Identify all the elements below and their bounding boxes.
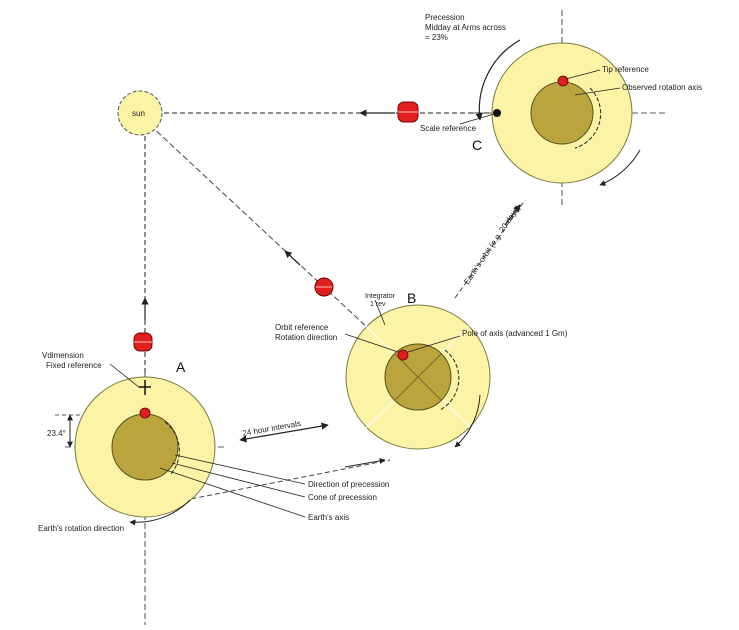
earth-position-a (74, 376, 216, 526)
arrow-on-b-to-c (504, 204, 521, 226)
red-satellite-icon (133, 332, 153, 352)
tip-reference-label: Tip reference (602, 65, 649, 74)
precession-title: Precession (425, 13, 465, 22)
leader-earth-axis (159, 467, 306, 518)
arrow-on-a-to-b (344, 457, 386, 468)
position-b-label: B (407, 290, 416, 306)
arrow-on-sun-to-b (284, 250, 301, 266)
scale-ref-label: Scale reference (420, 124, 477, 133)
red-satellite-icon (397, 101, 419, 123)
sun-icon (117, 90, 163, 136)
leader-obs-rotation (574, 87, 621, 96)
orbit-label-2: Rotation direction (275, 333, 337, 342)
orbit-line-sun-to-b (149, 124, 371, 331)
earth-position-b (345, 304, 491, 450)
direction-precession-label: Direction of precession (308, 480, 389, 489)
marker-c-dot (493, 109, 501, 117)
a-dim-label-1: Vdimension (42, 351, 84, 360)
leader-integrator (374, 299, 386, 326)
days-arrow (239, 422, 329, 443)
pole-point-label: Pole of axis (advanced 1 Gm) (462, 329, 568, 338)
leader-orbit (344, 333, 399, 353)
orbit-label-1: Orbit reference (275, 323, 329, 332)
leader-scale-ref (459, 113, 495, 125)
earth-axis-label: Earth's axis (308, 513, 349, 522)
earth-rotation-direction-label: Earth's rotation direction (38, 524, 124, 533)
precession-line2: Midday at Arms across (425, 23, 506, 32)
position-a-label: A (176, 359, 186, 375)
position-c-label: C (472, 137, 482, 153)
integrator-label-2: 1 rev (370, 301, 386, 308)
leader-tip-reference (565, 69, 601, 80)
a-dim-label-2: Fixed reference (46, 361, 102, 370)
sun-label: sun (132, 109, 145, 118)
leader-pole-point (407, 335, 461, 353)
leader-cone-precession (171, 462, 306, 498)
orbit-line-b-to-c (454, 199, 526, 299)
red-satellite-icon (314, 277, 334, 297)
earth-position-c (475, 39, 641, 186)
precession-line3: = 23% (425, 33, 448, 42)
integrator-label: Integrator (365, 293, 396, 300)
orbit-diag-label: Earth's orbit (e.g. 20 days) (462, 203, 522, 286)
obs-rotation-label: Observed rotation axis (622, 83, 702, 92)
orbit-line-a-to-b (159, 459, 391, 506)
leader-direction-precession (174, 454, 306, 485)
cone-precession-label: Cone of precession (308, 493, 377, 502)
angle-label: 23.4° (47, 429, 66, 438)
leader-a-dim (109, 363, 141, 389)
